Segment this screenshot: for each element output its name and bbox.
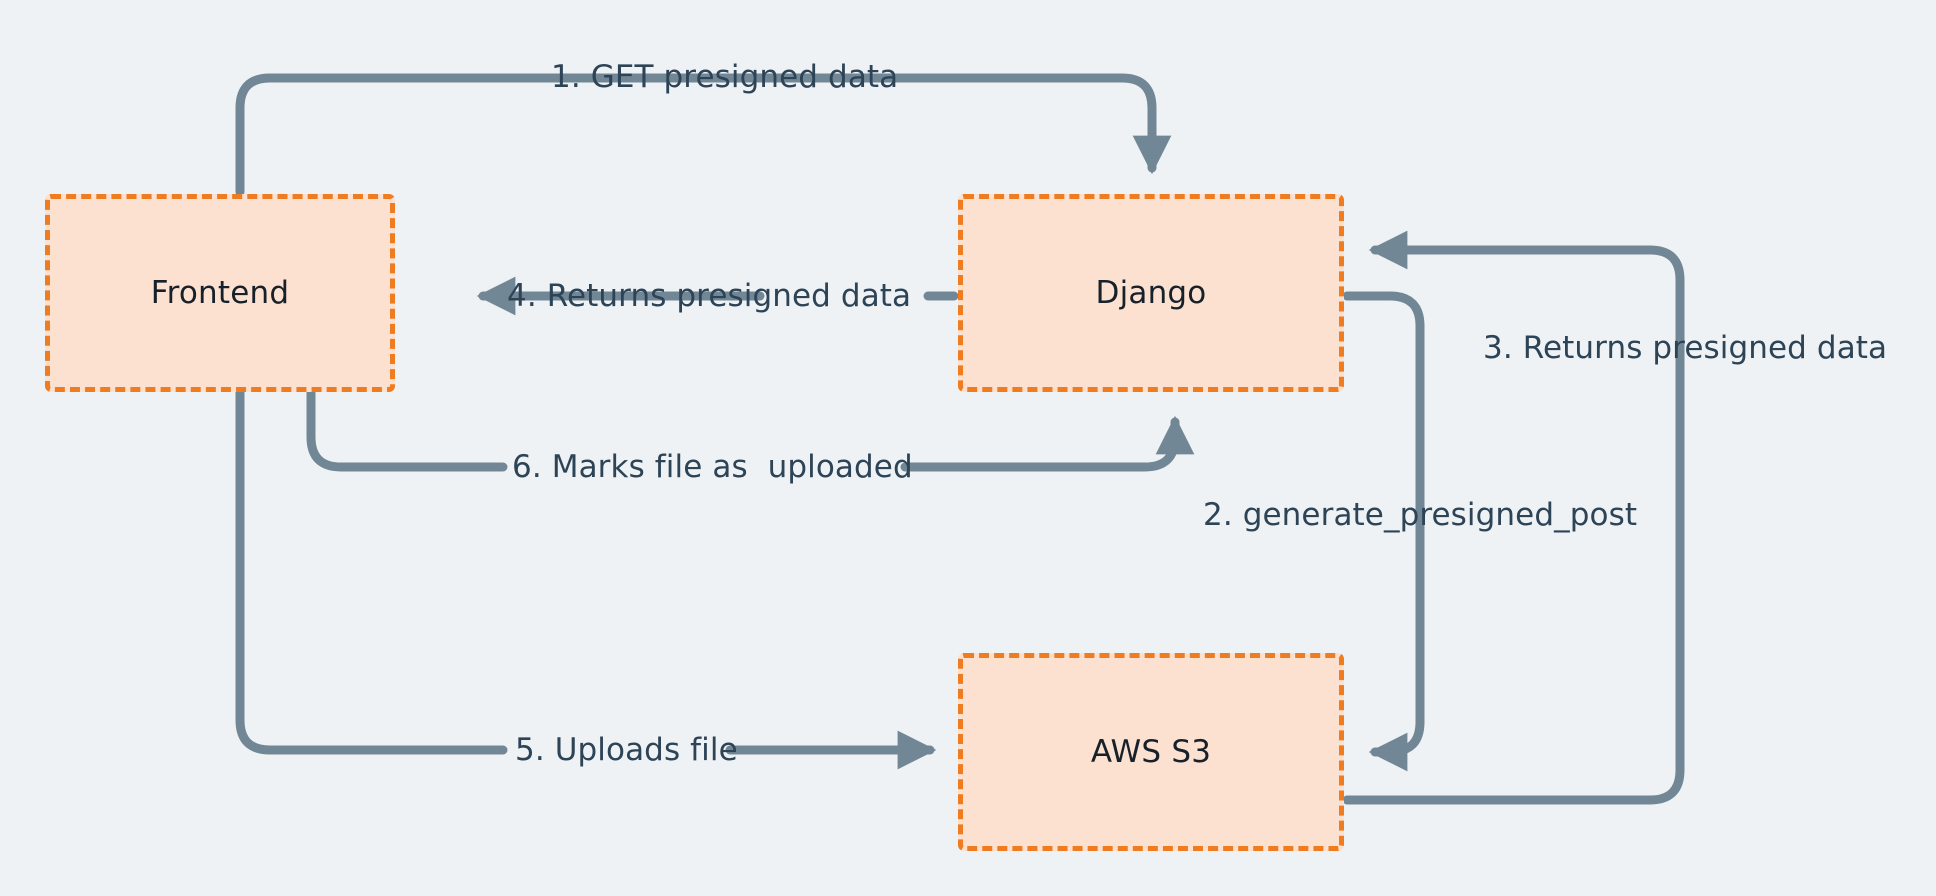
node-aws-s3[interactable]: AWS S3 <box>958 653 1344 851</box>
edge-label-2: 2. generate_presigned_post <box>1203 497 1638 533</box>
connector-5-uploads-file <box>235 387 508 755</box>
connector-6-marks-file-as-uploaded <box>306 387 508 472</box>
connector-3-returns-presigned-data <box>1342 230 1685 805</box>
edge-label-6: 6. Marks file as uploaded <box>512 449 913 485</box>
node-frontend[interactable]: Frontend <box>45 194 395 392</box>
edge-label-3: 3. Returns presigned data <box>1483 330 1888 366</box>
node-aws-s3-label: AWS S3 <box>1090 734 1212 770</box>
edge-label-4: 4. Returns presigned data <box>507 278 912 314</box>
connector-6-segment-right <box>900 415 1195 472</box>
node-frontend-label: Frontend <box>150 275 290 311</box>
edge-label-1: 1. GET presigned data <box>551 59 899 95</box>
node-django-label: Django <box>1095 275 1207 311</box>
node-django[interactable]: Django <box>958 194 1344 392</box>
connector-1-get-presigned-data <box>235 73 1172 197</box>
connector-2-generate-presigned-post <box>1342 291 1425 772</box>
edge-label-5: 5. Uploads file <box>515 732 738 768</box>
